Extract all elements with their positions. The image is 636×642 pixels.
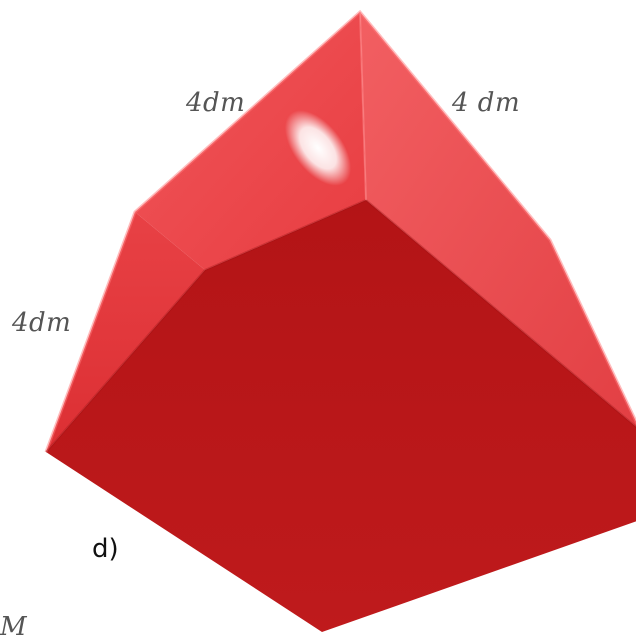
cube-inner-edge <box>45 198 636 453</box>
edge-label-left: 4dm <box>12 308 72 338</box>
cube-top-ridge <box>359 11 367 201</box>
cube-top-face <box>135 12 366 270</box>
cut-off-text: M <box>0 612 27 642</box>
cube-front-face <box>46 200 636 632</box>
cube-left-face <box>46 212 205 452</box>
edge-label-top-left: 4dm <box>186 88 246 118</box>
cube-glare <box>284 110 352 186</box>
figure-label: d) <box>92 534 119 564</box>
cube-right-face <box>360 12 636 427</box>
edge-label-top-right: 4 dm <box>452 88 521 118</box>
